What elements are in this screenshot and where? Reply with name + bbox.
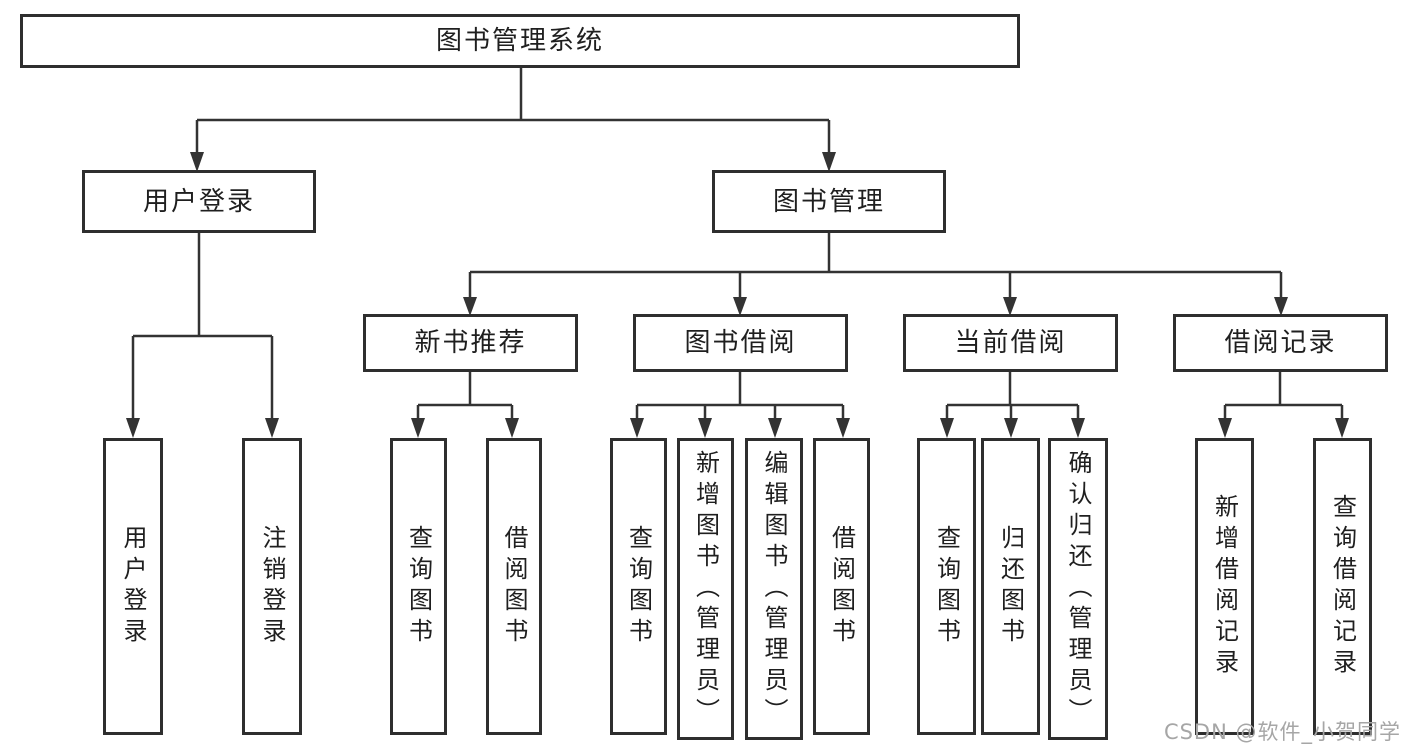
node-current-borrowing-label: 当前借阅	[954, 328, 1067, 358]
node-library-management-system: 图书管理系统	[20, 14, 1020, 68]
leaf-add-books-admin-label: 新增图书（管理员）	[691, 449, 720, 729]
node-book-management-label: 图书管理	[772, 186, 885, 217]
leaf-borrowing-query-books: 查询图书	[610, 438, 667, 735]
leaf-recommend-query-books: 查询图书	[390, 438, 447, 735]
leaf-user-login: 用户登录	[103, 438, 163, 735]
leaf-return-books: 归还图书	[981, 438, 1040, 735]
node-new-book-recommend-label: 新书推荐	[414, 328, 527, 358]
leaf-edit-books-admin-label: 编辑图书（管理员）	[760, 449, 788, 729]
node-borrowing-records: 借阅记录	[1173, 314, 1388, 372]
leaf-query-borrow-record-label: 查询借阅记录	[1328, 493, 1357, 680]
leaf-recommend-borrow-books: 借阅图书	[486, 438, 542, 735]
csdn-watermark: CSDN @软件_小贺同学	[1163, 720, 1401, 744]
leaf-borrowing-borrow-books: 借阅图书	[813, 438, 870, 735]
leaf-logout-label: 注销登录	[258, 524, 286, 649]
leaf-user-login-label: 用户登录	[119, 524, 147, 649]
node-borrowing-records-label: 借阅记录	[1224, 328, 1337, 358]
node-book-management: 图书管理	[712, 170, 946, 233]
leaf-confirm-return-admin: 确认归还（管理员）	[1048, 438, 1108, 740]
leaf-add-borrow-record: 新增借阅记录	[1195, 438, 1254, 735]
leaf-edit-books-admin: 编辑图书（管理员）	[745, 438, 803, 740]
node-book-borrowing-label: 图书借阅	[684, 328, 797, 358]
node-new-book-recommend: 新书推荐	[363, 314, 578, 372]
leaf-confirm-return-admin-label: 确认归还（管理员）	[1064, 449, 1092, 729]
leaf-current-query-books: 查询图书	[917, 438, 976, 735]
leaf-query-borrow-record: 查询借阅记录	[1313, 438, 1372, 735]
leaf-recommend-query-books-label: 查询图书	[404, 524, 433, 649]
node-book-borrowing: 图书借阅	[633, 314, 848, 372]
leaf-current-query-books-label: 查询图书	[932, 524, 961, 649]
leaf-add-borrow-record-label: 新增借阅记录	[1210, 493, 1239, 680]
leaf-return-books-label: 归还图书	[996, 524, 1025, 649]
node-library-management-system-label: 图书管理系统	[435, 26, 604, 56]
connector-paths	[131, 68, 1344, 420]
leaf-recommend-borrow-books-label: 借阅图书	[500, 524, 528, 649]
leaf-borrowing-query-books-label: 查询图书	[624, 524, 653, 649]
node-user-login: 用户登录	[82, 170, 316, 233]
node-user-login-label: 用户登录	[142, 186, 255, 217]
leaf-add-books-admin: 新增图书（管理员）	[677, 438, 734, 740]
leaf-borrowing-borrow-books-label: 借阅图书	[827, 524, 856, 649]
node-current-borrowing: 当前借阅	[903, 314, 1118, 372]
leaf-logout: 注销登录	[242, 438, 302, 735]
